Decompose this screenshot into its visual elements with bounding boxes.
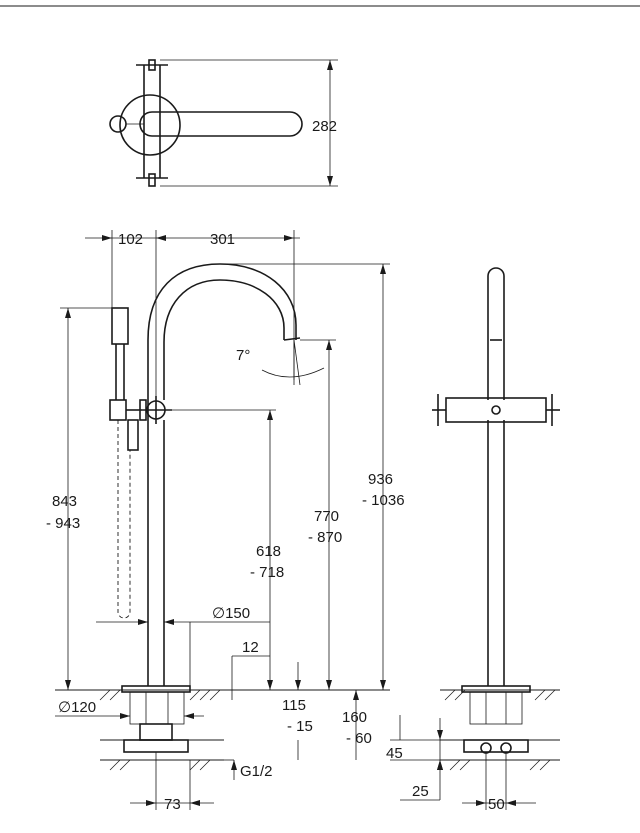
dim-handle-height-a: 618 [256, 543, 281, 560]
front-view: 102 301 7° 843 - 943 936 - 1036 770 - 87… [46, 230, 405, 813]
dim-rough-depth-b: - 60 [346, 730, 372, 747]
dim-spout-height-a: 770 [314, 508, 339, 525]
dim-base-dia: ∅120 [58, 699, 96, 716]
dim-rough-depth-a: 160 [342, 709, 367, 726]
dim-column-dia: ∅150 [212, 605, 250, 622]
dim-conn-height: 45 [386, 745, 403, 762]
dim-handle-height-b: - 718 [250, 564, 284, 581]
dim-spout-angle: 7° [236, 347, 250, 364]
dim-install-depth-b: - 15 [287, 718, 313, 735]
dim-install-depth-a: 115 [282, 697, 306, 714]
dim-base-width-side: 50 [488, 796, 505, 813]
dim-thread: G1/2 [240, 763, 273, 780]
dim-shower-height-b: - 943 [46, 515, 80, 532]
dim-base-width-front: 73 [164, 796, 181, 813]
dim-offset-left: 102 [118, 231, 143, 248]
dim-floor-gap: 12 [242, 639, 259, 656]
dim-total-height-b: - 1036 [362, 492, 405, 509]
dim-shower-height-a: 843 [52, 493, 77, 510]
dim-top-height: 282 [312, 118, 337, 135]
dim-conn-offset: 25 [412, 783, 429, 800]
top-view: 282 [109, 59, 338, 187]
dim-spout-height-b: - 870 [308, 529, 342, 546]
side-view: 45 25 50 [386, 267, 560, 813]
dim-spout-reach: 301 [210, 231, 235, 248]
dim-total-height-a: 936 [368, 471, 393, 488]
